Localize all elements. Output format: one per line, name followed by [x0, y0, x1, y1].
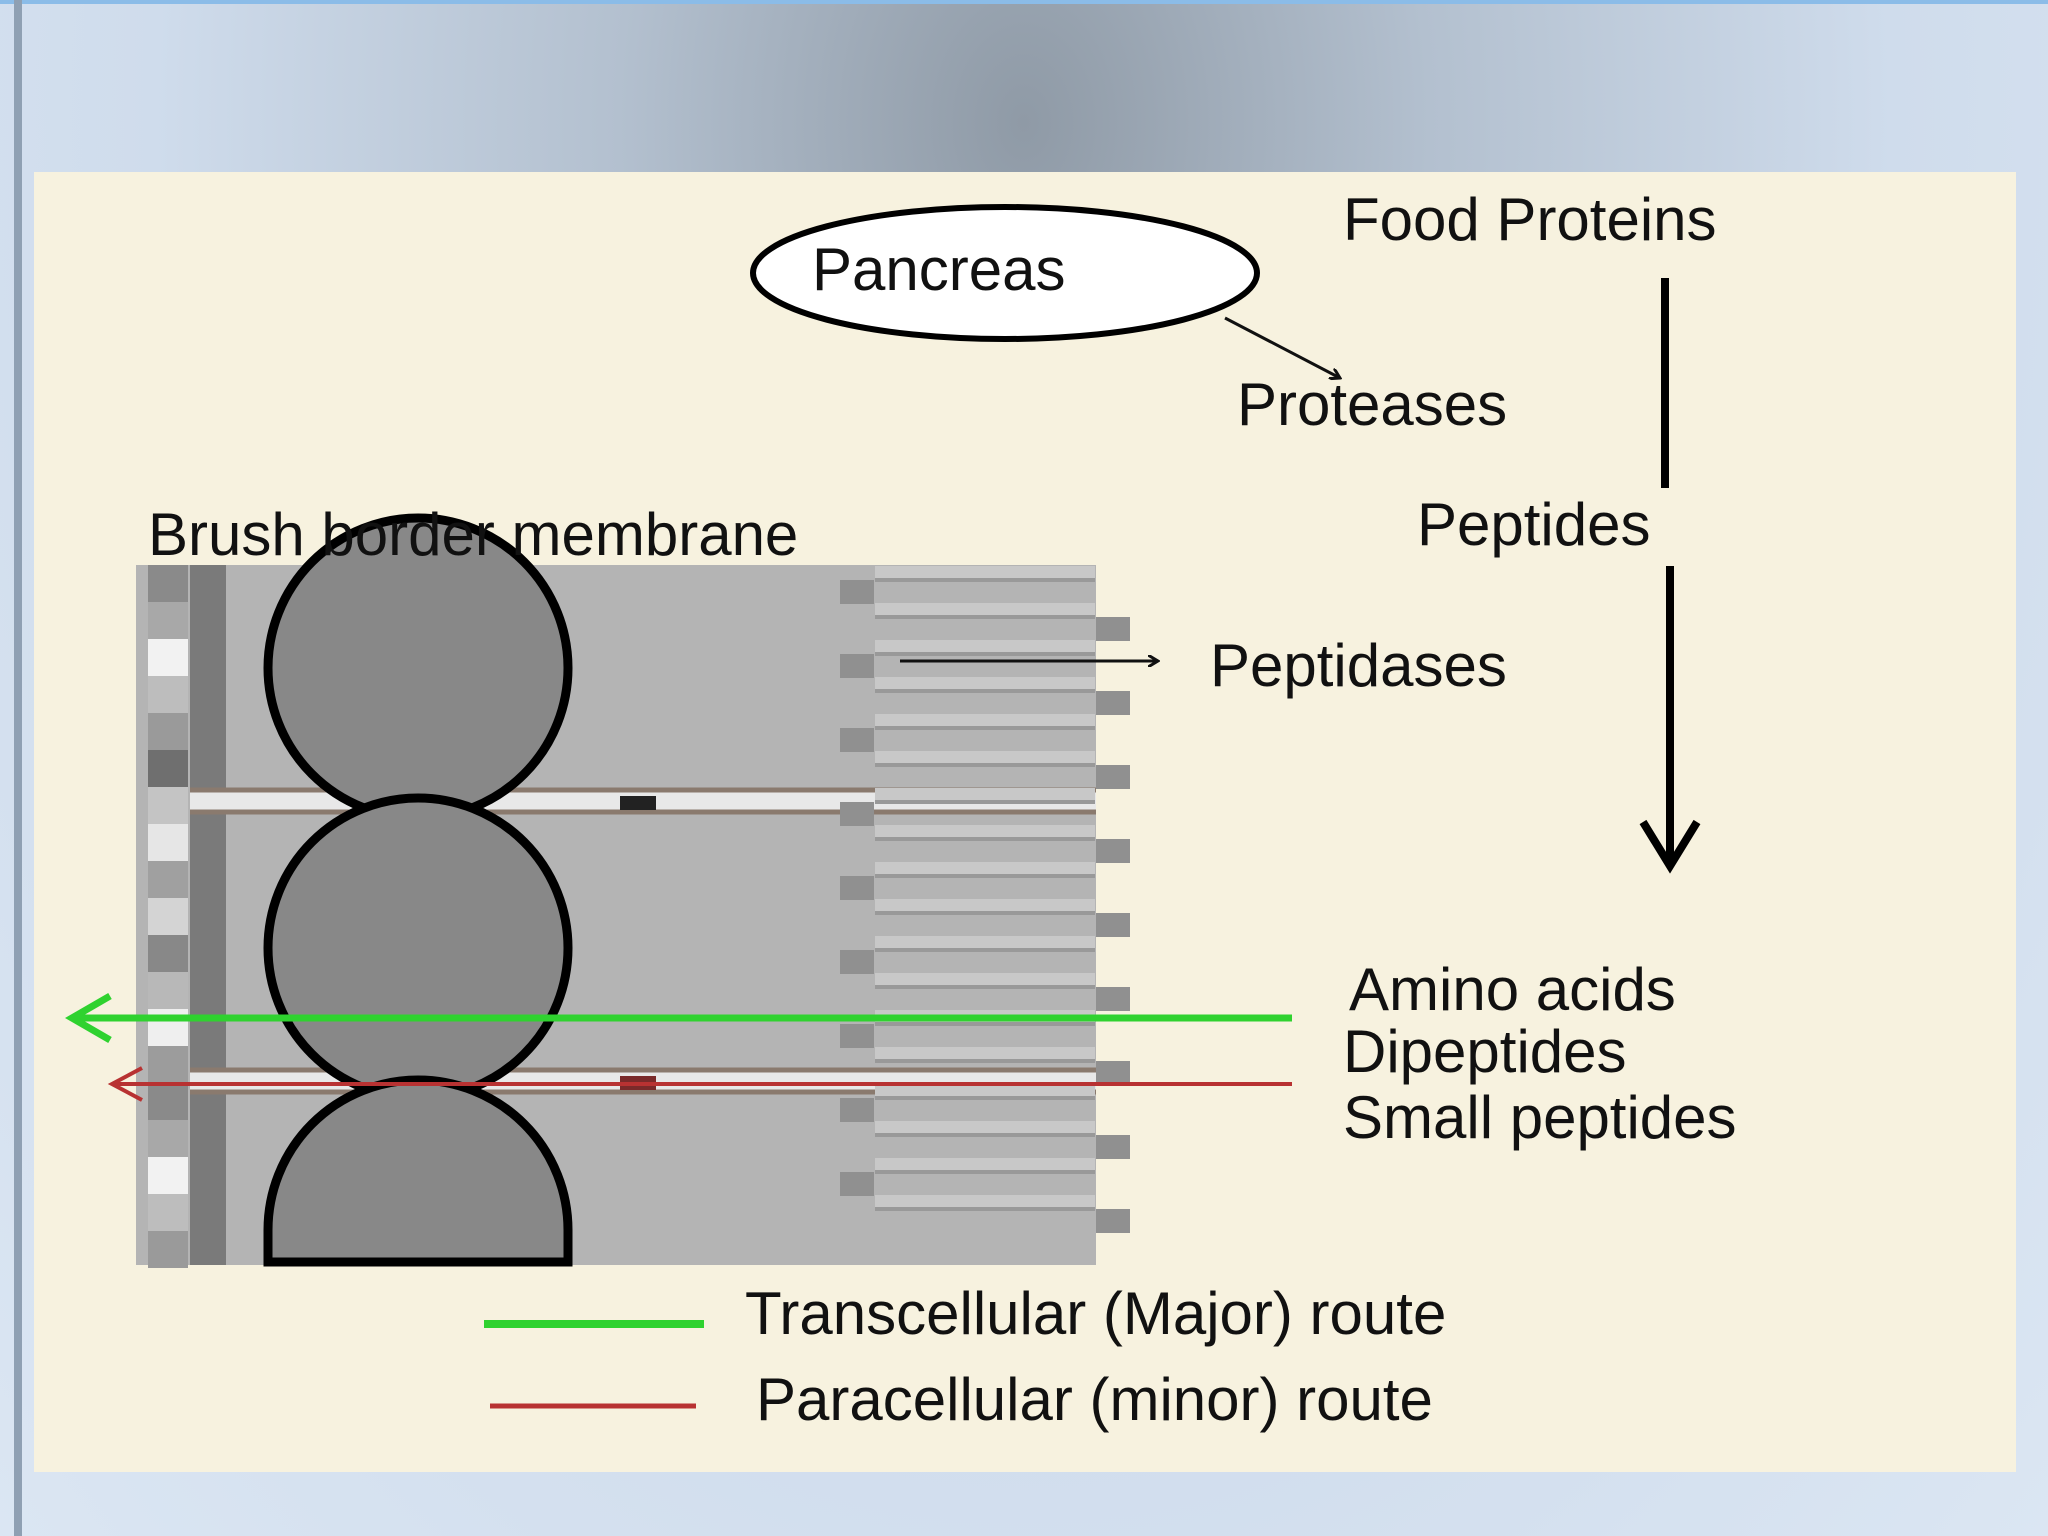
microvillus-edge	[875, 1170, 1095, 1174]
microvillus-edge	[875, 1133, 1095, 1137]
microvillus	[875, 825, 1095, 839]
microvillus-tip	[840, 728, 874, 752]
label-pancreas: Pancreas	[812, 236, 1065, 303]
microvillus	[875, 566, 1095, 580]
legend-transcellular-label: Transcellular (Major) route	[745, 1280, 1446, 1347]
microvillus	[875, 899, 1095, 913]
tight-junction	[620, 796, 656, 810]
microvillus-tip	[1096, 617, 1130, 641]
microvillus	[875, 640, 1095, 654]
paracellular-route-arrow	[107, 1066, 1292, 1102]
microvillus	[875, 1121, 1095, 1135]
microvillus-edge	[875, 800, 1095, 804]
nucleus	[263, 1075, 573, 1267]
microvillus-tip	[1096, 839, 1130, 863]
microvillus-edge	[875, 985, 1095, 989]
microvillus-edge	[875, 911, 1095, 915]
microvillus-tip	[1096, 987, 1130, 1011]
basal-cell-pixel	[148, 713, 188, 750]
microvillus	[875, 973, 1095, 987]
basement-membrane	[190, 565, 226, 1265]
microvillus-tip	[1096, 1061, 1130, 1085]
microvillus-edge	[875, 1059, 1095, 1063]
label-brush-border-membrane: Brush border membrane	[148, 501, 798, 568]
basal-cell-pixel	[148, 639, 188, 676]
basal-cell-pixel	[148, 898, 188, 935]
microvillus-edge	[875, 948, 1095, 952]
nucleus	[263, 793, 573, 1103]
basal-cell-pixel	[148, 1231, 188, 1268]
microvillus	[875, 936, 1095, 950]
basal-cell-pixel	[148, 1120, 188, 1157]
microvillus-tip	[1096, 913, 1130, 937]
label-amino-acids: Amino acids	[1349, 956, 1676, 1023]
basal-cell-pixel	[148, 1046, 188, 1083]
microvillus-tip	[840, 802, 874, 826]
microvillus-edge	[875, 652, 1095, 656]
microvillus-tip	[1096, 1209, 1130, 1233]
basal-cell-pixel	[148, 602, 188, 639]
microvillus	[875, 677, 1095, 691]
microvillus-edge	[875, 615, 1095, 619]
microvillus-edge	[875, 1022, 1095, 1026]
pathway-arrowhead	[1639, 819, 1701, 874]
microvillus-edge	[875, 874, 1095, 878]
label-peptides: Peptides	[1417, 491, 1651, 558]
pancreas-to-proteases-arrow	[1224, 316, 1340, 378]
microvillus-tip	[1096, 691, 1130, 715]
basal-cell-pixel	[148, 1083, 188, 1120]
basal-cell-pixel	[148, 935, 188, 972]
microvillus-tip	[1096, 1135, 1130, 1159]
basal-cell-pixel	[148, 750, 188, 787]
basal-cell-pixel	[148, 787, 188, 824]
label-food-proteins: Food Proteins	[1343, 186, 1717, 253]
microvillus-tip	[840, 1098, 874, 1122]
microvillus-edge	[875, 837, 1095, 841]
basal-cell-pixel	[148, 972, 188, 1009]
microvillus-edge	[875, 726, 1095, 730]
microvillus-tip	[840, 1024, 874, 1048]
microvillus-edge	[875, 763, 1095, 767]
microvillus	[875, 603, 1095, 617]
basal-cell-pixel	[148, 1194, 188, 1231]
microvillus	[875, 788, 1095, 802]
microvillus-tip	[840, 876, 874, 900]
microvillus-tip	[840, 1172, 874, 1196]
microvillus-tip	[840, 580, 874, 604]
basal-cell-pixel	[148, 565, 188, 602]
basal-strip	[148, 565, 188, 1268]
epithelium	[136, 513, 1130, 1268]
microvillus-edge	[875, 1096, 1095, 1100]
microvillus-tip	[840, 654, 874, 678]
label-peptidases: Peptidases	[1210, 632, 1507, 699]
microvillus	[875, 1084, 1095, 1098]
basal-cell-pixel	[148, 1157, 188, 1194]
microvillus	[875, 714, 1095, 728]
microvillus	[875, 862, 1095, 876]
label-small-peptides: Small peptides	[1343, 1084, 1737, 1151]
label-proteases: Proteases	[1237, 371, 1507, 438]
microvillus-tip	[840, 950, 874, 974]
legend-paracellular-label: Paracellular (minor) route	[756, 1366, 1433, 1433]
window-top-edge	[0, 0, 2048, 4]
label-dipeptides: Dipeptides	[1343, 1018, 1627, 1085]
window-left-edge	[14, 0, 22, 1536]
microvillus	[875, 1158, 1095, 1172]
basal-cell-pixel	[148, 824, 188, 861]
basal-cell-pixel	[148, 676, 188, 713]
basal-cell-pixel	[148, 861, 188, 898]
microvillus-edge	[875, 578, 1095, 582]
microvillus	[875, 1195, 1095, 1209]
microvillus-tip	[1096, 765, 1130, 789]
microvillus-edge	[875, 689, 1095, 693]
microvillus	[875, 1047, 1095, 1061]
transcellular-route-arrow	[65, 992, 1292, 1044]
microvillus-edge	[875, 1207, 1095, 1211]
pancreas-ellipse	[750, 204, 1260, 342]
microvillus	[875, 751, 1095, 765]
